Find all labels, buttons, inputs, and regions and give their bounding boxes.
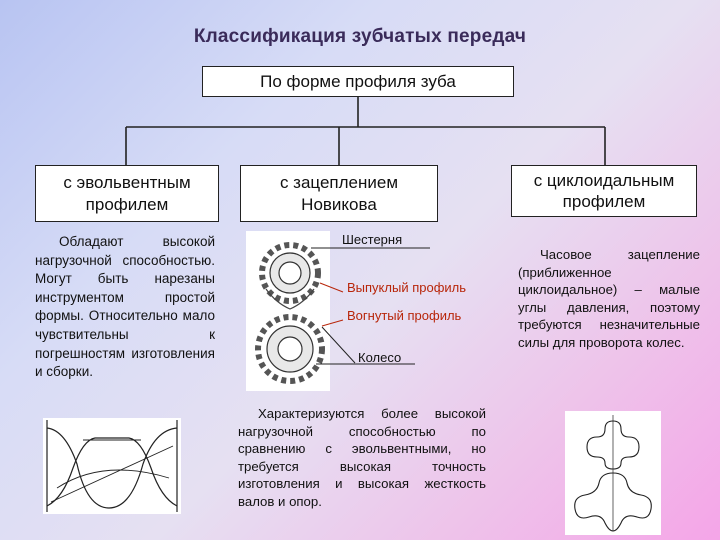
cycloidal-profile-illustration xyxy=(565,411,661,535)
label-pinion: Шестерня xyxy=(342,232,403,247)
label-wheel: Колесо xyxy=(358,350,402,365)
cycloidal-description: Часовое зацепление (приближенное циклоид… xyxy=(518,247,700,350)
label-concave-profile: Вогнутый профиль xyxy=(347,308,462,323)
novikov-description: Характеризуются более высокой нагрузочно… xyxy=(238,406,486,509)
involute-profile-illustration xyxy=(43,418,181,514)
branch-cycloidal-box: с циклоидальным профилем xyxy=(511,165,697,217)
label-convex-profile: Выпуклый профиль xyxy=(347,280,467,295)
branch-involute-box: с эвольвентным профилем xyxy=(35,165,219,222)
root-box: По форме профиля зуба xyxy=(202,66,514,97)
branch-novikov-box: с зацеплением Новикова xyxy=(240,165,438,222)
page-title: Классификация зубчатых передач xyxy=(193,26,527,47)
involute-description: Обладают высокой нагрузочной способность… xyxy=(35,234,215,380)
novikov-gears-illustration xyxy=(246,231,330,391)
